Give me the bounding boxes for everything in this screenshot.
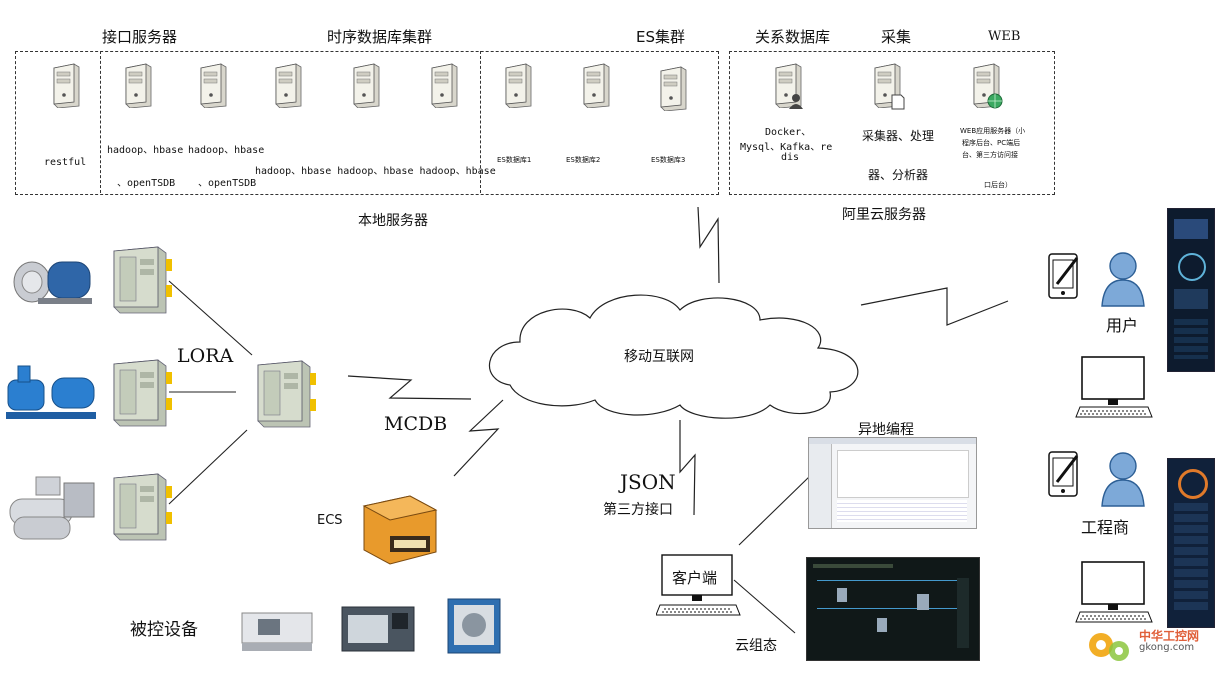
aliyun-server-box — [729, 51, 1055, 195]
es-db-3-label: ES数据库3 — [651, 156, 686, 164]
user-person-icon — [1100, 250, 1146, 308]
es-db-2-label: ES数据库2 — [566, 156, 601, 164]
link-ecs-cloud — [453, 399, 504, 477]
tsdb-text-3: 、openTSDB — [117, 178, 176, 189]
aliyun-server-caption: 阿里云服务器 — [842, 207, 926, 223]
gear-logo-icon — [1089, 633, 1129, 661]
internet-cloud — [488, 294, 859, 419]
internet-label: 移动互联网 — [624, 349, 694, 365]
link-client-remote — [738, 475, 811, 546]
lora-node-icon-3 — [110, 472, 174, 542]
plc-controller-icon — [362, 495, 438, 565]
gateway-icon — [254, 359, 318, 429]
watermark-en: gkong.com — [1139, 642, 1195, 653]
local-server-box — [15, 51, 719, 195]
engineer-label: 工程商 — [1081, 518, 1130, 537]
local-server-caption: 本地服务器 — [358, 213, 428, 229]
link-cloud-user — [860, 287, 1009, 326]
client-computer-icon — [656, 554, 741, 616]
water-pump-icon — [13, 261, 92, 304]
engineer-app-screenshot — [1167, 458, 1215, 628]
tsdb-text-1: hadoop、hbase — [107, 145, 184, 156]
header-collect: 采集 — [881, 28, 912, 46]
document-badge-icon — [891, 94, 905, 110]
lora-label: LORA — [177, 345, 234, 367]
rdb-text-1: Docker、 — [765, 127, 812, 138]
web-text-3: 台、第三方访问接 — [962, 151, 1018, 159]
web-text-1: WEB应用服务器（小 — [960, 127, 1026, 135]
watermark-cn: 中华工控网 — [1139, 629, 1200, 643]
restful-label: restful — [44, 157, 87, 168]
web-text-2: 程序后台、PC端后 — [962, 139, 1021, 147]
ecs-label: ECS — [317, 513, 343, 528]
cnc-machine-icon-2 — [341, 606, 415, 652]
remote-programming-label: 异地编程 — [858, 422, 914, 438]
user-monitor-icon — [1074, 355, 1154, 419]
divider-api-tsdb — [100, 51, 101, 193]
user-app-screenshot — [1167, 208, 1215, 372]
air-compressor-icon — [447, 598, 501, 654]
user-badge-icon — [789, 94, 803, 109]
self-priming-pump-icon — [6, 365, 96, 419]
link-pump1-gateway — [168, 280, 253, 356]
link-gateway-cloud — [347, 375, 472, 400]
mcdb-label: MCDB — [384, 413, 448, 435]
collect-text-2: 器、分析器 — [868, 168, 929, 182]
header-api-server: 接口服务器 — [102, 28, 178, 46]
lora-node-icon-2 — [110, 358, 174, 428]
collect-text-1: 采集器、处理 — [862, 129, 935, 143]
third-party-label: 第三方接口 — [603, 502, 673, 518]
remote-programming-screenshot — [808, 437, 977, 529]
user-tablet-icon — [1047, 252, 1083, 300]
header-web: WEB — [988, 29, 1021, 44]
client-label: 客户端 — [672, 569, 718, 587]
cloud-config-screenshot — [806, 557, 980, 661]
json-label: JSON — [620, 470, 676, 494]
es-db-1-label: ES数据库1 — [497, 156, 532, 164]
engineer-monitor-icon — [1074, 560, 1154, 624]
link-chiller-gateway — [168, 429, 248, 505]
link-client-config — [733, 579, 796, 634]
link-cloud-servers — [697, 206, 720, 284]
controlled-devices-label: 被控设备 — [130, 620, 198, 640]
user-label: 用户 — [1106, 316, 1139, 335]
web-text-4: 口后台） — [984, 181, 1012, 189]
link-json-cloud — [679, 420, 696, 516]
engineer-person-icon — [1100, 450, 1146, 508]
tsdb-text-4: 、openTSDB — [198, 178, 257, 189]
engineer-tablet-icon — [1047, 450, 1083, 498]
header-es-cluster: ES集群 — [636, 28, 685, 46]
tsdb-text-5: hadoop、hbase hadoop、hbase hadoop、hbase — [255, 166, 496, 177]
rdb-text-2: Mysql、Kafka、re — [740, 142, 833, 153]
cnc-machine-icon-1 — [241, 612, 313, 651]
cloud-config-label: 云组态 — [735, 638, 777, 654]
tsdb-text-2: hadoop、hbase — [188, 145, 265, 156]
divider-tsdb-es — [480, 51, 481, 193]
header-rdb: 关系数据库 — [755, 28, 831, 46]
header-tsdb-cluster: 时序数据库集群 — [327, 28, 433, 46]
lora-node-icon-1 — [110, 245, 174, 315]
rdb-text-3: dis — [781, 152, 800, 163]
chiller-unit-icon — [9, 476, 95, 540]
globe-badge-icon — [987, 93, 1003, 109]
